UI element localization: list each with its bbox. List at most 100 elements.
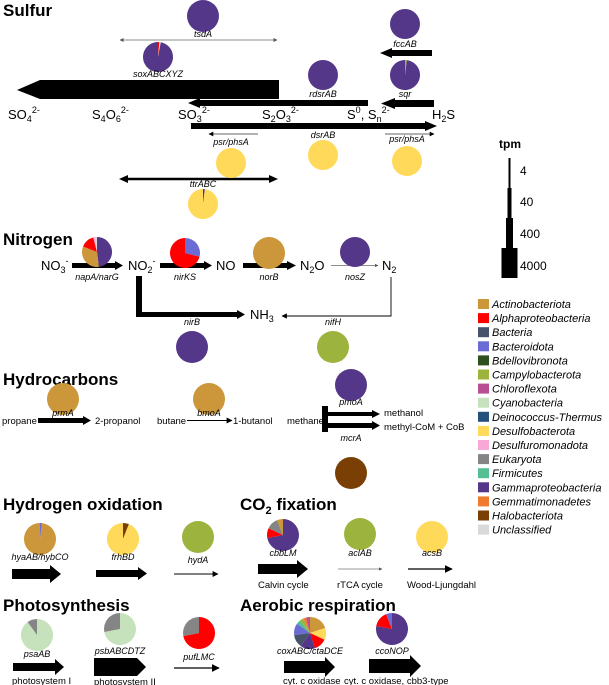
pie-slice-gammaproteobacteria <box>335 369 367 401</box>
gene-pie-charts <box>20 0 448 652</box>
gene-label-coxABC: coxABC/ctaDCE <box>277 646 344 656</box>
legend-swatch-bdellovibronota <box>478 355 489 366</box>
gene-label-rdsrAB: rdsrAB <box>309 89 337 99</box>
compound-no: NO <box>216 258 236 273</box>
legend-swatch-halobacteriota <box>478 510 489 521</box>
pie-slice-chloroflexota <box>306 617 310 633</box>
legend-swatch-gammaproteobacteria <box>478 482 489 493</box>
pie-prmA <box>47 383 79 415</box>
pie-slice-gammaproteobacteria <box>176 331 208 363</box>
tpm-bar-40 <box>507 188 512 218</box>
compound-1-butanol: 1-butanol <box>233 416 273 427</box>
pie-slice-actinobacteriota <box>24 523 57 555</box>
pie-slice-unclassified <box>158 42 161 57</box>
pie-coxABC <box>294 617 326 649</box>
pie-slice-cyanobacteria <box>104 613 136 645</box>
legend-swatch-desulfuromonadota <box>478 440 489 450</box>
pie-slice-gemmatimonadetes <box>303 617 310 633</box>
legend-swatch-alphaproteobacteria <box>478 313 489 324</box>
compound-methane: methane <box>287 416 324 427</box>
pie-cbbLM <box>267 519 299 551</box>
pie-norB <box>253 237 285 269</box>
gene-label-sqr: sqr <box>399 89 413 99</box>
legend-swatch-actinobacteriota <box>478 299 489 309</box>
arrow-rdsrAB <box>188 98 368 108</box>
pie-slice-gammaproteobacteria <box>390 60 420 91</box>
compound-2-propanol: 2-propanol <box>95 416 140 427</box>
pie-slice-bacteroidota <box>40 523 43 539</box>
pie-slice-actinobacteriota <box>193 383 225 415</box>
legend-label-bacteria: Bacteria <box>492 327 532 339</box>
pie-aclAB <box>344 518 376 550</box>
legend-label-cyanobacteria: Cyanobacteria <box>492 398 563 410</box>
legend-label-firmicutes: Firmicutes <box>492 468 543 480</box>
pie-slice-gammaproteobacteria <box>376 613 409 645</box>
section-title-co2-fixation: CO2 fixation <box>240 495 337 517</box>
compound-n2: N2 <box>382 258 396 275</box>
arrow-sqr <box>381 98 434 109</box>
pie-pufLMC <box>182 617 215 649</box>
arrow-hyaAB-hybCO <box>12 565 61 583</box>
compound-methyl-com-cob: methyl-CoM + CoB <box>384 422 465 433</box>
arrowhead-ttrABC-left <box>119 175 128 183</box>
compound-s2o3: S2O32- <box>262 105 299 124</box>
legend-label-unclassified: Unclassified <box>492 525 552 537</box>
gene-label-psr_right: psr/phsA <box>388 134 425 144</box>
label-photosystem-i: photosystem I <box>12 676 71 685</box>
legend-swatch-cyanobacteria <box>478 397 489 408</box>
pie-napA <box>82 237 112 267</box>
gene-label-frhBD: frhBD <box>111 552 135 562</box>
pie-nirB <box>176 331 208 363</box>
pie-slice-desulfobacterota <box>106 523 139 555</box>
pie-slice-bacteria <box>294 633 310 646</box>
pie-slice-desulfobacterota <box>392 146 422 176</box>
pie-acsB <box>416 521 448 553</box>
pie-slice-bacteroidota <box>294 623 310 636</box>
gene-label-norB: norB <box>259 272 278 282</box>
compound-propane: propane <box>2 416 37 427</box>
gene-label-mcrA: mcrA <box>341 433 362 443</box>
arrow-psbABCDTZ <box>94 658 146 676</box>
arrow-frhBD <box>96 567 147 580</box>
gene-label-nirB: nirB <box>184 317 200 327</box>
pie-slice-gammaproteobacteria <box>203 189 205 204</box>
pie-slice-desulfobacterota <box>416 521 448 553</box>
tpm-bar-4 <box>508 158 511 188</box>
pie-slice-actinobacteriota <box>310 617 326 633</box>
pie-frhBD <box>106 523 139 555</box>
pie-slice-bacteroidota <box>185 238 200 257</box>
compound-butane: butane <box>157 416 186 427</box>
section-title-nitrogen: Nitrogen <box>3 230 73 249</box>
pie-slice-unclassified <box>95 237 97 252</box>
gene-label-ttrABC: ttrABC <box>190 179 217 189</box>
label-cyt-c-oxidase-cbb3: cyt. c oxidase, cbb3-type <box>344 676 449 685</box>
arrowhead-ttrABC-right <box>269 175 278 183</box>
compound-s0-sn: S0, Sn2- <box>347 105 390 124</box>
tpm-level-400: 400 <box>520 227 540 241</box>
pie-slice-firmicutes <box>297 620 310 633</box>
compound-so4: SO42- <box>8 105 40 124</box>
compound-s4o6: S4O62- <box>92 105 129 124</box>
compound-nh3: NH3 <box>250 307 274 324</box>
pie-slice-desulfuromonadota <box>93 237 97 252</box>
tpm-level-40: 40 <box>520 195 534 209</box>
pie-fccAB <box>390 9 420 39</box>
legend-label-deinococcus-thermus: Deinococcus-Thermus <box>492 412 603 424</box>
pie-slice-alphaproteobacteria <box>376 614 392 629</box>
pie-slice-campylobacterota <box>405 60 407 75</box>
gene-label-hyaAB: hyaAB/hybCO <box>11 552 68 562</box>
gene-label-soxABCXYZ: soxABCXYZ <box>133 69 184 79</box>
tpm-scale-title: tpm <box>499 137 521 151</box>
legend-swatch-firmicutes <box>478 468 489 479</box>
arrow-ccoNOP <box>369 655 421 677</box>
legend-swatch-campylobacterota <box>478 369 489 380</box>
legend-swatch-desulfobacterota <box>478 425 489 436</box>
legend-swatch-chloroflexota <box>478 383 489 394</box>
pie-nirKS <box>169 238 200 269</box>
pie-pmoA <box>335 369 367 401</box>
arrow-nifH <box>281 277 392 319</box>
legend-swatch-bacteria <box>478 327 489 338</box>
pie-slice-eukaryota <box>103 613 120 632</box>
gene-label-dsrAB: dsrAB <box>311 130 336 140</box>
